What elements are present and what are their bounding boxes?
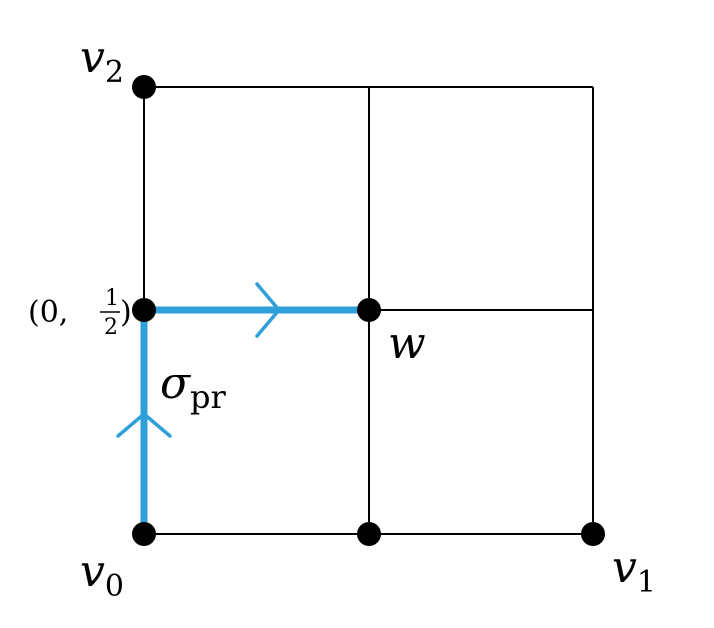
label-w: w [388,318,426,369]
arrow-right-icon [255,282,281,338]
coord-open: (0, [28,295,68,330]
coord-close: ) [120,295,132,330]
label-v1: v1 [612,542,656,600]
label-sigma-pr: σpr [160,358,227,416]
coord-numerator: 1 [105,286,119,311]
vertex-bottom-middle [357,522,381,546]
label-coordinate-half: (0, 1 2 ) [28,286,132,340]
coord-denominator: 2 [104,315,118,340]
vertex-w [357,298,381,322]
vertex-v1 [581,522,605,546]
label-v2: v2 [80,32,124,90]
vertex-v2 [132,75,156,99]
vertex-half [132,298,156,322]
path-sigma-pr [116,282,369,534]
label-v0: v0 [80,546,124,604]
arrow-up-icon [116,412,172,438]
vertex-v0 [132,522,156,546]
vertices [132,75,605,546]
